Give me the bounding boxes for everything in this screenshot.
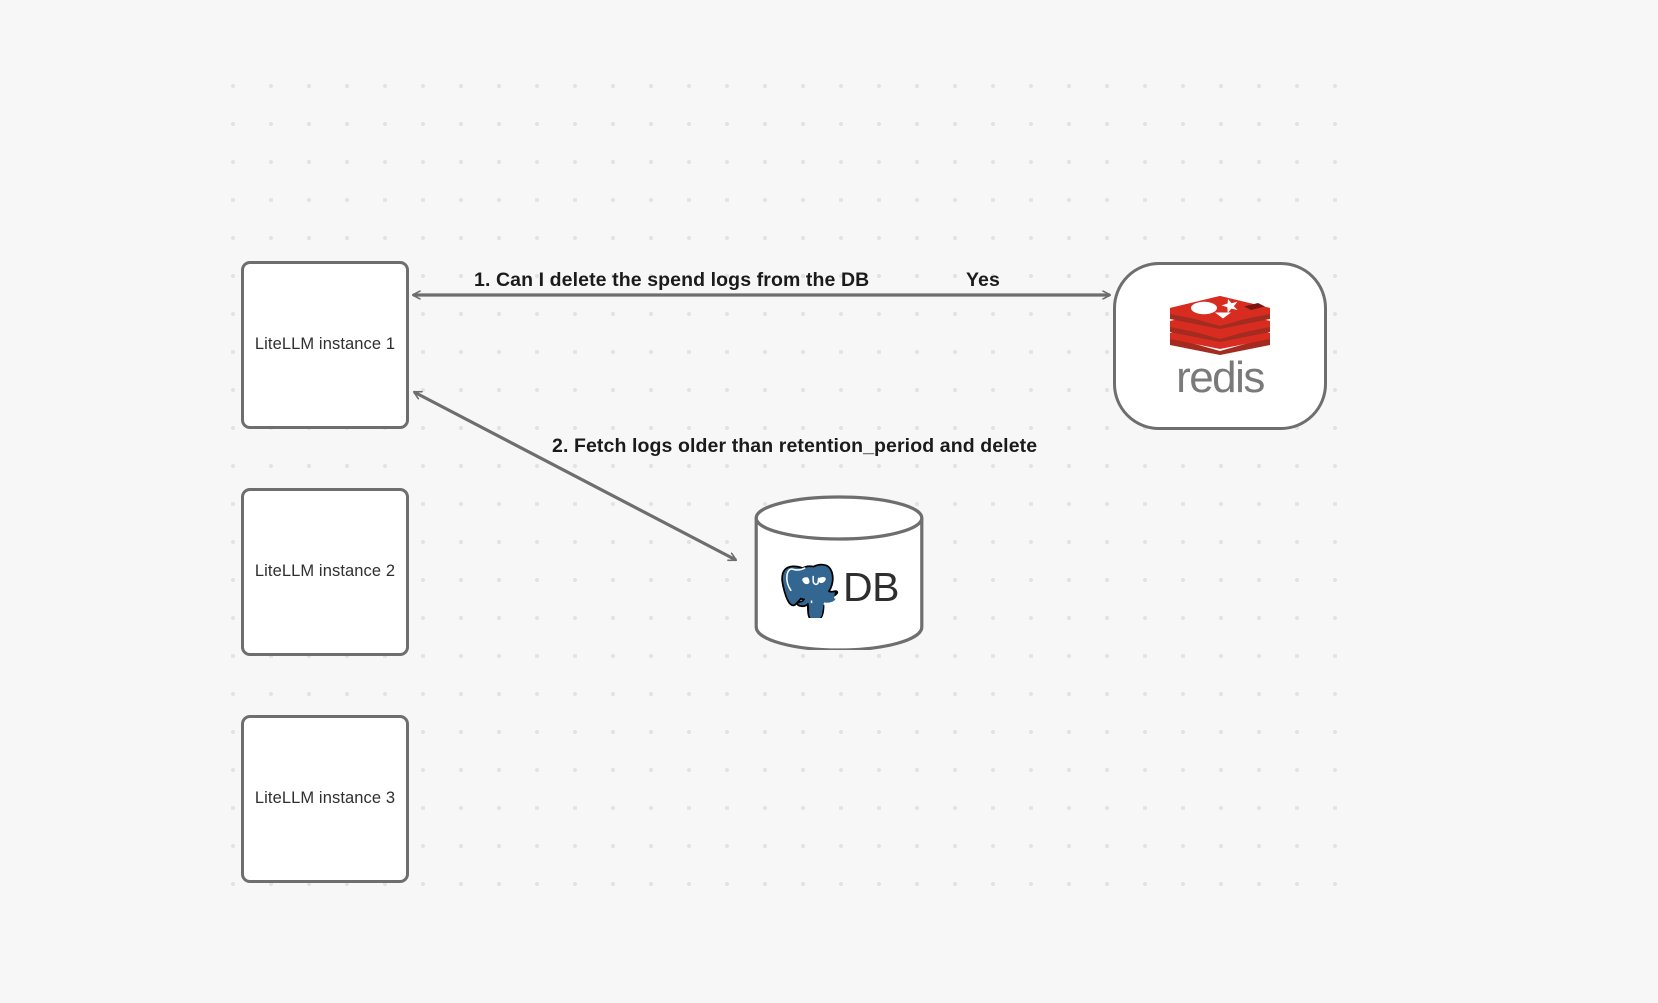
redis-stack-icon — [1170, 296, 1270, 355]
postgresql-elephant-icon — [781, 563, 839, 618]
edge-label-step-1: 1. Can I delete the spend logs from the … — [474, 269, 870, 291]
node-litellm-instance-3-label: LiteLLM instance 3 — [254, 789, 396, 808]
node-database[interactable]: DB — [753, 495, 925, 650]
database-label: DB — [843, 563, 899, 610]
database-logo-row: DB — [753, 547, 925, 627]
database-cylinder-shape — [754, 495, 924, 650]
edge-label-yes: Yes — [966, 269, 1000, 291]
node-redis[interactable]: redis — [1113, 262, 1327, 430]
node-litellm-instance-2-label: LiteLLM instance 2 — [254, 562, 396, 581]
node-litellm-instance-3[interactable]: LiteLLM instance 3 — [241, 715, 409, 883]
node-litellm-instance-1-label: LiteLLM instance 1 — [254, 335, 396, 354]
redis-wordmark: redis — [1176, 353, 1265, 402]
edge-label-step-2: 2. Fetch logs older than retention_perio… — [552, 435, 1038, 457]
redis-logo: redis — [1166, 289, 1274, 403]
node-litellm-instance-1[interactable]: LiteLLM instance 1 — [241, 261, 409, 429]
edge-litellm1-db — [414, 390, 736, 562]
node-litellm-instance-2[interactable]: LiteLLM instance 2 — [241, 488, 409, 656]
